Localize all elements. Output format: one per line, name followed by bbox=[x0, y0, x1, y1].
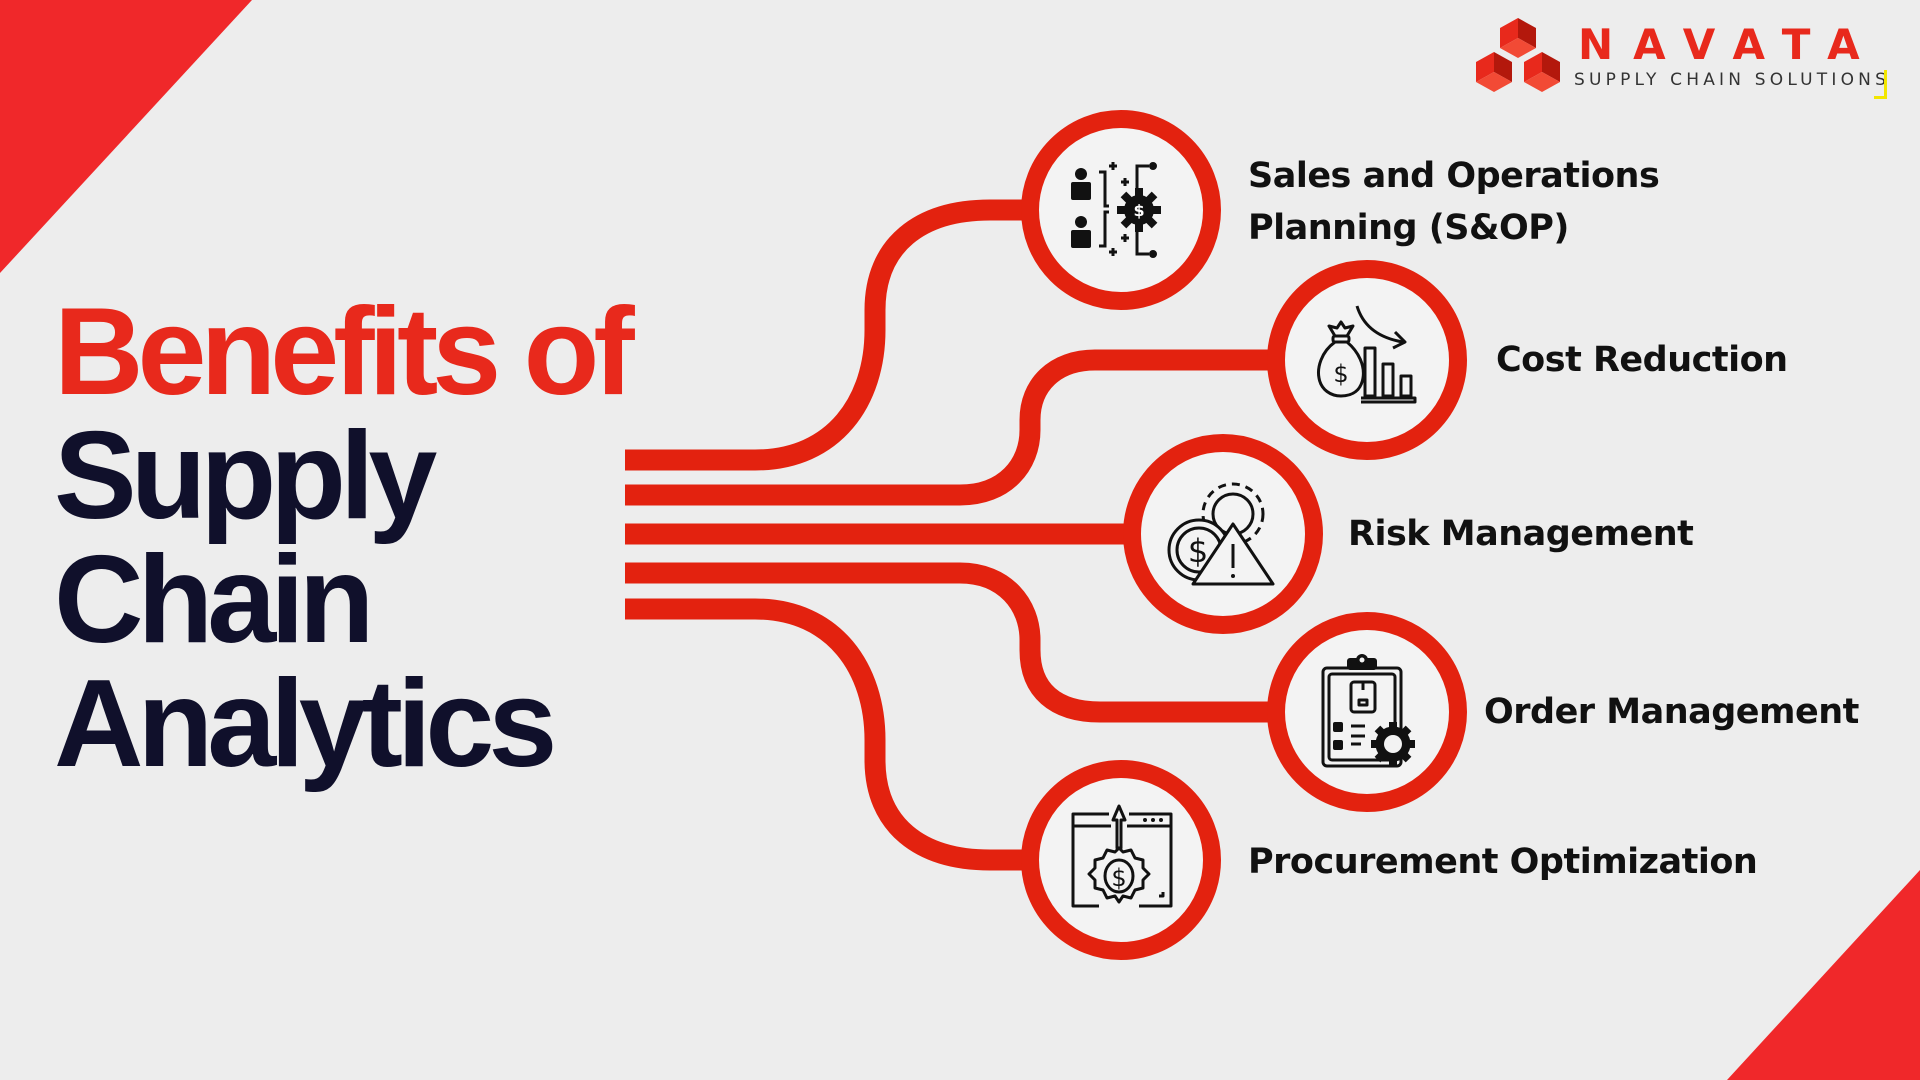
connector-4 bbox=[625, 562, 1275, 723]
svg-text:$: $ bbox=[1133, 201, 1144, 220]
page-title: Benefits of Supply Chain Analytics bbox=[54, 283, 635, 793]
svg-text:$: $ bbox=[1111, 864, 1126, 892]
benefit-node-cost-reduction[interactable]: $ bbox=[1267, 260, 1467, 460]
benefit-node-sop[interactable]: $ bbox=[1021, 110, 1221, 310]
benefit-label-order-management: Order Management bbox=[1484, 692, 1859, 732]
connector-1 bbox=[625, 199, 1030, 471]
svg-text:$: $ bbox=[1188, 532, 1208, 570]
benefit-node-risk-management[interactable]: $ bbox=[1123, 434, 1323, 634]
title-line-1: Benefits of bbox=[54, 283, 635, 421]
title-line-2: Supply bbox=[54, 407, 437, 545]
benefit-node-procurement-optimization[interactable]: $ bbox=[1021, 760, 1221, 960]
browser-arrow-gear-dollar-icon: $ bbox=[1071, 804, 1173, 908]
brand-logo: NAVATA SUPPLY CHAIN SOLUTIONS bbox=[1472, 18, 1892, 99]
benefit-label-sop: Sales and Operations Planning (S&OP) bbox=[1248, 150, 1660, 254]
brand-name: NAVATA bbox=[1578, 20, 1880, 69]
benefit-label-procurement-optimization: Procurement Optimization bbox=[1248, 842, 1758, 882]
logo-corner-accent bbox=[1874, 70, 1887, 99]
coin-gear-warning-icon: $ bbox=[1167, 482, 1275, 586]
money-bag-declining-chart-icon: $ bbox=[1317, 305, 1417, 404]
brand-tagline: SUPPLY CHAIN SOLUTIONS bbox=[1574, 70, 1891, 90]
stacked-cubes-logo-icon bbox=[1476, 18, 1560, 92]
benefit-label-risk-management: Risk Management bbox=[1348, 514, 1694, 554]
benefit-node-order-management[interactable] bbox=[1267, 612, 1467, 812]
svg-text:$: $ bbox=[1333, 360, 1348, 388]
clipboard-checklist-gear-icon bbox=[1321, 654, 1415, 768]
benefit-label-cost-reduction: Cost Reduction bbox=[1496, 340, 1788, 380]
title-line-3: Chain bbox=[54, 531, 374, 669]
connector-5 bbox=[625, 598, 1030, 871]
title-line-4: Analytics bbox=[54, 655, 557, 793]
connector-2 bbox=[625, 349, 1275, 506]
benefit-label-sop-line2: Planning (S&OP) bbox=[1248, 208, 1569, 248]
benefit-label-sop-line1: Sales and Operations bbox=[1248, 156, 1660, 196]
team-gear-dollar-icon: $ bbox=[1071, 162, 1161, 258]
